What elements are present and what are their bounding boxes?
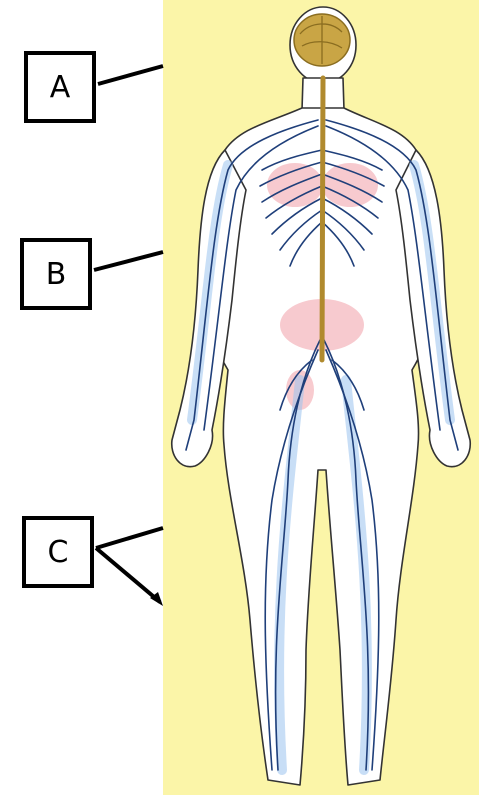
pointer-line-c-upper xyxy=(96,528,163,548)
brain xyxy=(294,14,350,66)
spinal-cord xyxy=(322,78,323,360)
pointer-line-b xyxy=(94,252,163,270)
label-c: C xyxy=(22,516,94,588)
label-b: B xyxy=(20,238,92,310)
label-a: A xyxy=(24,51,96,123)
pointer-line-c-lower xyxy=(96,548,160,602)
pointer-line-a xyxy=(98,66,163,84)
